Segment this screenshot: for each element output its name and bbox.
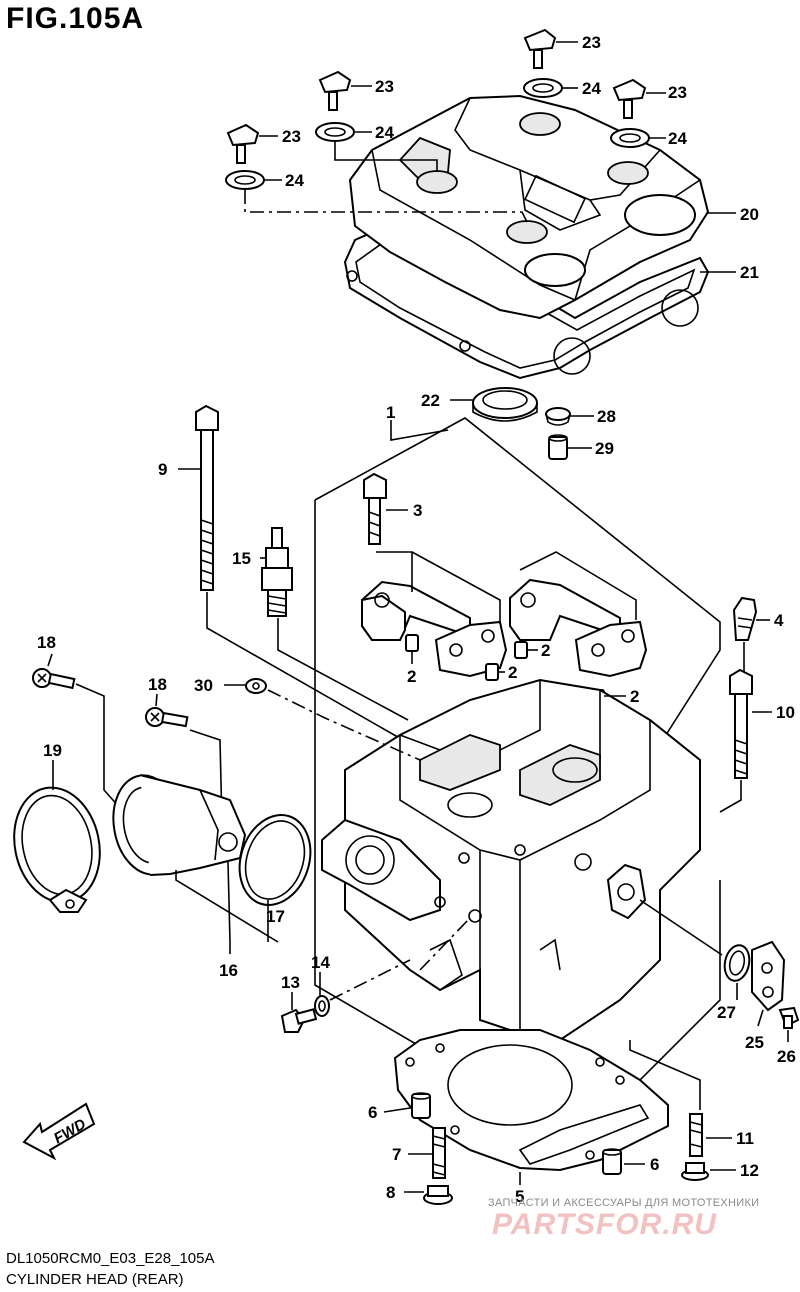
callout-23: 23 xyxy=(375,77,394,96)
callout-4: 4 xyxy=(774,611,784,630)
callout-29: 29 xyxy=(595,439,614,458)
callout-10: 10 xyxy=(776,703,795,722)
callout-23: 23 xyxy=(668,83,687,102)
callout-19: 19 xyxy=(43,741,62,760)
grommet-washer xyxy=(523,78,563,98)
screw xyxy=(145,707,189,728)
stud-bolt xyxy=(689,1113,703,1157)
intake-pipe xyxy=(112,774,247,876)
callout-6: 6 xyxy=(650,1155,659,1174)
dowel-pin xyxy=(485,663,499,681)
dowel-pin xyxy=(514,641,528,659)
callout-14: 14 xyxy=(311,953,330,972)
washer xyxy=(314,995,330,1017)
callout-3: 3 xyxy=(413,501,422,520)
grommet-washer xyxy=(315,122,355,142)
stud-bolt xyxy=(732,596,758,641)
dowel-pin xyxy=(405,634,419,652)
callout-6: 6 xyxy=(368,1103,377,1122)
callout-1: 1 xyxy=(386,403,395,422)
flange-nut xyxy=(681,1162,709,1181)
model-code: DL1050RCM0_E03_E28_105A xyxy=(6,1250,215,1267)
callout-28: 28 xyxy=(597,407,616,426)
callout-27: 27 xyxy=(717,1003,736,1022)
forward-arrow-icon: FWD xyxy=(22,1102,96,1161)
callout-12: 12 xyxy=(740,1161,759,1180)
watermark-subtitle: ЗАПЧАСТИ И АКСЕССУАРЫ ДЛЯ МОТОТЕХНИКИ xyxy=(488,1197,760,1209)
callout-5: 5 xyxy=(515,1187,524,1206)
cover-cap xyxy=(751,940,786,1012)
callout-20: 20 xyxy=(740,205,759,224)
callout-21: 21 xyxy=(740,263,759,282)
callout-30: 30 xyxy=(194,676,213,695)
flange-nut xyxy=(423,1185,453,1205)
bolt xyxy=(778,1006,800,1029)
callout-leaders xyxy=(47,41,789,1193)
cylinder-head xyxy=(321,678,701,1042)
cylinder-head-gasket xyxy=(393,1029,669,1172)
screw xyxy=(32,668,76,690)
bolt xyxy=(280,1008,318,1033)
figure-caption: CYLINDER HEAD (REAR) xyxy=(6,1271,184,1288)
callout-2: 2 xyxy=(407,667,416,686)
callout-labels: 23 24 23 24 23 24 23 24 20 21 22 28 29 1… xyxy=(37,33,796,1206)
grommet-washer xyxy=(225,170,265,190)
callout-23: 23 xyxy=(282,127,301,146)
callout-2: 2 xyxy=(541,641,550,660)
callout-2: 2 xyxy=(508,663,517,682)
callout-24: 24 xyxy=(285,171,304,190)
callout-18: 18 xyxy=(37,633,56,652)
spark-plug xyxy=(261,527,293,617)
callout-13: 13 xyxy=(281,973,300,992)
callout-24: 24 xyxy=(668,129,687,148)
cylinder-head-bolt-short xyxy=(729,668,753,779)
dowel-pin xyxy=(602,1148,622,1175)
callout-2: 2 xyxy=(630,687,639,706)
o-ring xyxy=(723,944,751,982)
hose-clamp xyxy=(13,786,101,913)
dowel-pin xyxy=(411,1092,431,1119)
cam-holder-bolt xyxy=(363,472,387,545)
camshaft-holder-right xyxy=(509,551,648,678)
callout-16: 16 xyxy=(219,961,238,980)
dowel-pin xyxy=(548,434,568,460)
cylinder-head-bolt-long xyxy=(195,404,219,591)
cover-bolt xyxy=(226,123,260,164)
callout-26: 26 xyxy=(777,1047,796,1066)
callout-15: 15 xyxy=(232,549,251,568)
callout-8: 8 xyxy=(386,1183,395,1202)
cover-bolt xyxy=(612,78,647,119)
callout-11: 11 xyxy=(736,1129,754,1148)
watermark-logo: PARTSFOR.RU xyxy=(492,1208,717,1241)
o-ring xyxy=(238,814,312,906)
cap xyxy=(545,407,571,426)
cover-bolt xyxy=(318,70,352,111)
oil-seal-ring xyxy=(472,387,538,422)
callout-18: 18 xyxy=(148,675,167,694)
callout-7: 7 xyxy=(392,1145,401,1164)
callout-25: 25 xyxy=(745,1033,764,1052)
washer xyxy=(245,678,267,694)
cylinder-head-cover xyxy=(348,94,710,375)
callout-17: 17 xyxy=(266,907,285,926)
callout-24: 24 xyxy=(582,79,601,98)
callout-22: 22 xyxy=(421,391,440,410)
camshaft-holder-left xyxy=(361,551,508,678)
cover-bolt xyxy=(523,28,557,69)
callout-24: 24 xyxy=(375,123,394,142)
callout-9: 9 xyxy=(158,460,167,479)
figure-title: FIG.105A xyxy=(6,2,145,35)
grommet-washer xyxy=(610,128,650,148)
stud-bolt xyxy=(432,1127,446,1179)
callout-23: 23 xyxy=(582,33,601,52)
